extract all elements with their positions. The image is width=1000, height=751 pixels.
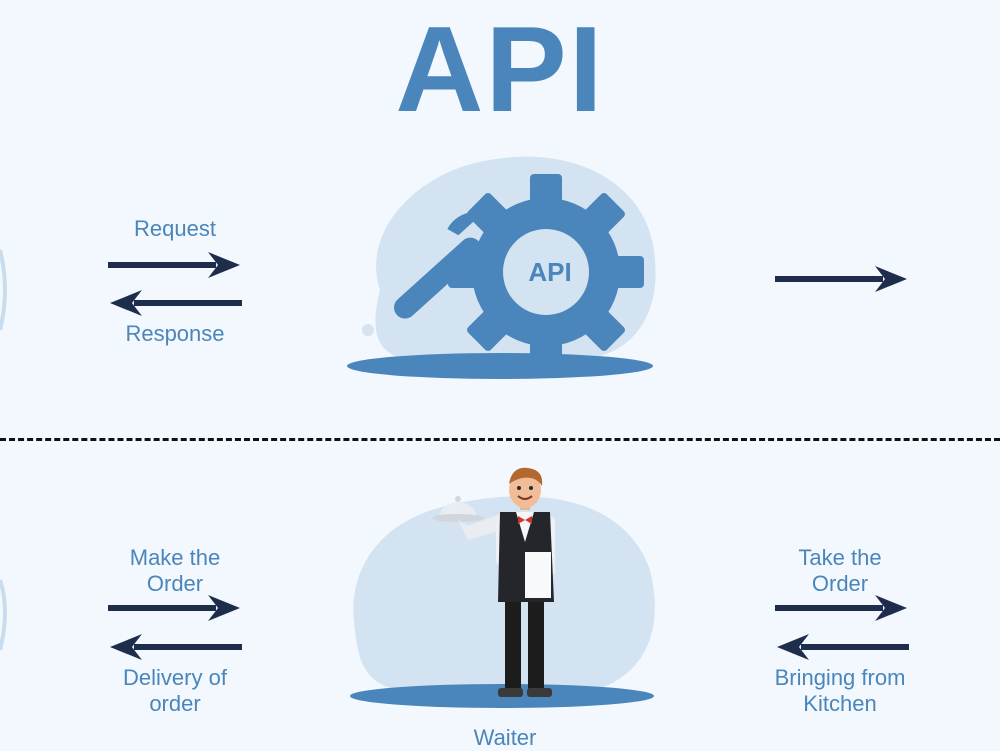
cloche-icon [432, 496, 484, 522]
section-divider [0, 438, 1000, 441]
response-label: Response [125, 321, 225, 346]
request-arrow [108, 252, 240, 278]
take-order-arrow [775, 595, 907, 621]
delivery-arrow [110, 634, 242, 660]
request-label: Request [134, 216, 216, 241]
waiter-illustration [350, 467, 655, 708]
left-edge-decoration [0, 249, 7, 331]
delivery-label: Delivery of order [123, 665, 227, 716]
response-arrow [110, 290, 242, 316]
forward-arrow [775, 266, 907, 292]
wrench-icon [362, 211, 508, 336]
left-edge-decoration-bottom [0, 579, 7, 651]
page-title: API [395, 1, 605, 137]
waiter-figure [432, 467, 555, 697]
make-order-label: Make the Order [129, 545, 221, 596]
gear-label: API [528, 257, 572, 287]
bringing-label: Bringing from Kitchen [774, 665, 906, 716]
gear-icon [448, 174, 644, 370]
api-gear-illustration [347, 156, 656, 379]
make-order-arrow [108, 595, 240, 621]
bringing-arrow [777, 634, 909, 660]
take-order-label: Take the Order [798, 545, 882, 596]
waiter-label: Waiter [473, 725, 537, 750]
